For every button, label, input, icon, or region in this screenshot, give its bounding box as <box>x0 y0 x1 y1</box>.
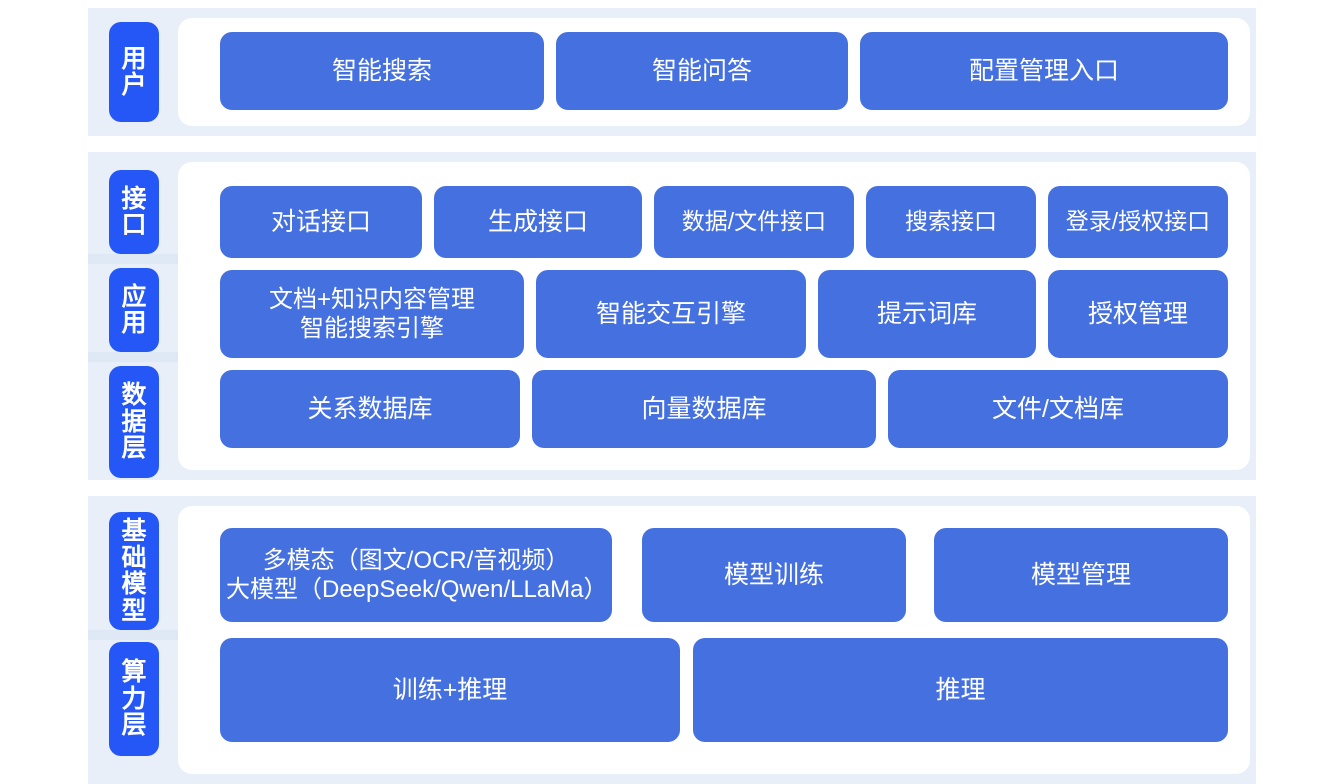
card-generation-interface-label: 生成接口 <box>487 208 588 236</box>
card-model-training-label: 模型训练 <box>723 561 824 589</box>
card-interaction-engine[interactable]: 智能交互引擎 <box>536 270 806 358</box>
layer-badge-application[interactable]: 应用 <box>109 268 159 352</box>
card-data-file-interface-label: 数据/文件接口 <box>681 208 827 235</box>
card-inference-label: 推理 <box>935 676 986 704</box>
card-document-knowledge-management[interactable]: 文档+知识内容管理 智能搜索引擎 <box>220 270 524 358</box>
card-config-management-entry-label: 配置管理入口 <box>968 57 1119 85</box>
card-vector-database[interactable]: 向量数据库 <box>532 370 876 448</box>
card-model-training[interactable]: 模型训练 <box>642 528 906 622</box>
card-document-knowledge-management-label: 文档+知识内容管理 智能搜索引擎 <box>268 285 475 342</box>
card-relational-database-label: 关系数据库 <box>307 395 433 423</box>
card-search-interface-label: 搜索接口 <box>905 208 997 235</box>
card-model-management-label: 模型管理 <box>1030 561 1131 589</box>
layer-badge-interface-label: 接口 <box>121 184 147 239</box>
layer-badge-user[interactable]: 用户 <box>109 22 159 122</box>
card-relational-database[interactable]: 关系数据库 <box>220 370 520 448</box>
card-multimodal-large-model[interactable]: 多模态（图文/OCR/音视频） 大模型（DeepSeek/Qwen/LLaMa） <box>220 528 612 622</box>
card-prompt-library[interactable]: 提示词库 <box>818 270 1036 358</box>
card-data-file-interface[interactable]: 数据/文件接口 <box>654 186 854 258</box>
card-file-document-store-label: 文件/文档库 <box>992 395 1124 423</box>
card-training-and-inference-label: 训练+推理 <box>392 676 508 704</box>
layer-badge-application-label: 应用 <box>121 282 147 337</box>
card-config-management-entry[interactable]: 配置管理入口 <box>860 32 1228 110</box>
card-interaction-engine-label: 智能交互引擎 <box>595 300 746 328</box>
card-multimodal-large-model-label: 多模态（图文/OCR/音视频） 大模型（DeepSeek/Qwen/LLaMa） <box>226 546 608 603</box>
card-training-and-inference[interactable]: 训练+推理 <box>220 638 680 742</box>
panel-middle: 对话接口 生成接口 数据/文件接口 搜索接口 登录/授权接口 文档+知识内容管理… <box>178 162 1250 470</box>
panel-user: 智能搜索 智能问答 配置管理入口 <box>178 18 1250 126</box>
card-search-interface[interactable]: 搜索接口 <box>866 186 1036 258</box>
card-prompt-library-label: 提示词库 <box>876 300 977 328</box>
card-inference[interactable]: 推理 <box>693 638 1228 742</box>
card-intelligent-qa[interactable]: 智能问答 <box>556 32 848 110</box>
card-intelligent-search-label: 智能搜索 <box>331 57 432 85</box>
layer-badge-data[interactable]: 数据层 <box>109 366 159 478</box>
band-separator-interface-application <box>88 254 178 264</box>
layer-badge-interface[interactable]: 接口 <box>109 170 159 254</box>
card-dialog-interface-label: 对话接口 <box>270 208 371 236</box>
card-model-management[interactable]: 模型管理 <box>934 528 1228 622</box>
layer-badge-data-label: 数据层 <box>121 381 147 463</box>
card-authorization-management[interactable]: 授权管理 <box>1048 270 1228 358</box>
card-intelligent-search[interactable]: 智能搜索 <box>220 32 544 110</box>
card-file-document-store[interactable]: 文件/文档库 <box>888 370 1228 448</box>
layer-badge-compute-label: 算力层 <box>121 658 147 740</box>
card-login-auth-interface[interactable]: 登录/授权接口 <box>1048 186 1228 258</box>
band-separator-application-data <box>88 352 178 362</box>
layer-badge-foundation-model[interactable]: 基础模型 <box>109 512 159 630</box>
card-dialog-interface[interactable]: 对话接口 <box>220 186 422 258</box>
card-vector-database-label: 向量数据库 <box>641 395 767 423</box>
layer-badge-user-label: 用户 <box>121 44 147 99</box>
card-authorization-management-label: 授权管理 <box>1087 300 1188 328</box>
card-generation-interface[interactable]: 生成接口 <box>434 186 642 258</box>
layer-badge-compute[interactable]: 算力层 <box>109 642 159 756</box>
band-separator-model-compute <box>88 630 178 640</box>
card-login-auth-interface-label: 登录/授权接口 <box>1065 208 1211 235</box>
card-intelligent-qa-label: 智能问答 <box>651 57 752 85</box>
layer-badge-foundation-model-label: 基础模型 <box>121 517 147 625</box>
panel-infrastructure: 多模态（图文/OCR/音视频） 大模型（DeepSeek/Qwen/LLaMa）… <box>178 506 1250 774</box>
